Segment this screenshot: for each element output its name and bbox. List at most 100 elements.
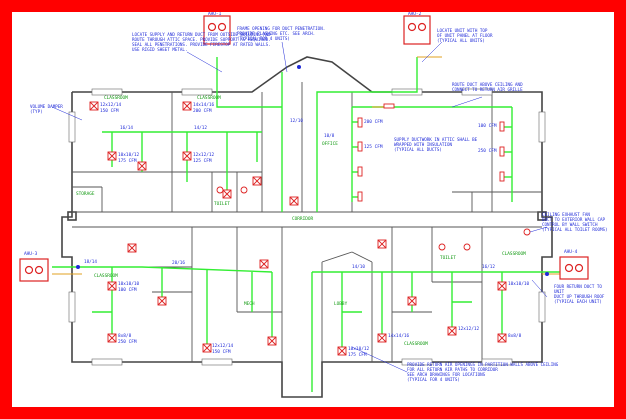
supply-diffuser-icon: [222, 189, 232, 199]
return-grille-icon: [383, 103, 395, 109]
note-mid-right: ROUTE DUCT ABOVE CEILING AND CONNECT TO …: [452, 82, 523, 92]
duct-size-tag: 14/10: [352, 264, 365, 270]
rooftop-unit-icon: [203, 15, 231, 45]
supply-diffuser-icon: [107, 151, 117, 161]
cfm-tag: 150 CFM: [100, 109, 119, 114]
note-top-mid: FRAME OPENING FOR DUCT PENETRATION. PROV…: [237, 26, 326, 41]
room-name: CLASSROOM: [104, 96, 128, 101]
diffuser-tag: 14x14/16: [193, 103, 215, 108]
supply-diffuser-icon: [182, 151, 192, 161]
supply-diffuser-icon: [377, 239, 387, 249]
exhaust-fan-icon: [438, 243, 446, 251]
supply-diffuser-icon: [182, 101, 192, 111]
diffuser-tag: 12x12/14: [100, 103, 122, 108]
windows: [68, 88, 546, 366]
hvac-floor-plan: 16/14 14/12 12/10 10/8 18/14 20/16 16/12…: [19, 15, 589, 398]
note-right-exhaust: CEILING EXHAUST FAN DUCT TO EXTERIOR WAL…: [542, 212, 608, 232]
cfm-tag: 100 CFM: [478, 124, 497, 129]
note-top-right: LOCATE UNIT WITH TOP OF UNIT PANEL AT FL…: [437, 28, 493, 43]
supply-diffuser-icon: [337, 346, 347, 356]
interior-walls: [72, 82, 542, 362]
cfm-tag: 175 CFM: [348, 353, 367, 358]
thermostats: [76, 65, 549, 276]
exhaust-fan-icon: [523, 228, 531, 236]
supply-diffuser-icon: [127, 243, 137, 253]
drawing-sheet: 16/14 14/12 12/10 10/8 18/14 20/16 16/12…: [12, 12, 614, 407]
diffuser-tag: 10x10/12: [348, 347, 370, 352]
cfm-tag: 100 CFM: [118, 288, 137, 293]
room-name: CLASSROOM: [404, 342, 428, 347]
cfm-tag: 250 CFM: [478, 149, 497, 154]
note-center: SUPPLY DUCTWORK IN ATTIC SHALL BE WRAPPE…: [394, 137, 478, 152]
note-right-unit: FOUR RETURN DUCT TO UNIT DUCT UP THROUGH…: [554, 284, 605, 304]
cfm-tag: 125 CFM: [193, 159, 212, 164]
diffuser-tag: 10x10/10: [118, 282, 140, 287]
supply-diffuser-icon: [377, 333, 387, 343]
room-name: CORRIDOR: [292, 217, 314, 222]
supply-diffuser-icon: [89, 101, 99, 111]
note-leaders: [51, 41, 548, 373]
supply-diffuser-icon: [289, 196, 299, 206]
supply-diffuser-icon: [447, 326, 457, 336]
rooftop-unit-icon: [403, 15, 431, 45]
cfm-tag: 150 CFM: [212, 350, 231, 355]
diffuser-tag: 10x10/10: [508, 282, 530, 287]
supply-diffuser-icon: [259, 259, 269, 269]
duct-size-tag: 16/12: [482, 264, 495, 270]
return-grilles: [357, 103, 505, 202]
room-name: OFFICE: [322, 142, 338, 147]
duct-size-tag: 10/8: [324, 133, 335, 139]
room-name: LOBBY: [334, 302, 348, 307]
room-name: MECH: [244, 302, 255, 307]
thermostat-icon: [545, 272, 549, 276]
cfm-tag: 125 CFM: [364, 145, 383, 150]
size-tags: 16/14 14/12 12/10 10/8 18/14 20/16 16/12…: [84, 118, 495, 270]
thermostat-icon: [297, 65, 301, 69]
cfm-tag: 250 CFM: [118, 340, 137, 345]
duct-size-tag: 12/10: [290, 118, 303, 124]
supply-diffuser-icon: [157, 296, 167, 306]
diffuser-tag: 8x8/8: [508, 334, 522, 339]
duct-size-tag: 16/14: [120, 125, 133, 131]
return-grille-icon: [357, 141, 363, 152]
rooftop-unit-icon: [559, 256, 589, 280]
supply-diffuser-icon: [202, 343, 212, 353]
note-top-left: LOCATE SUPPLY AND RETURN DUCT FROM OUTSI…: [132, 32, 271, 52]
diffuser-tag: 12x12/12: [193, 153, 215, 158]
air-handling-units: [19, 15, 589, 282]
room-name: CLASSROOM: [502, 252, 526, 257]
diffuser-tag: 12x12/14: [212, 344, 234, 349]
return-grille-icon: [357, 166, 363, 177]
exhaust-fans: [216, 186, 531, 251]
supply-diffuser-icon: [497, 281, 507, 291]
unit-tag: AHU-3: [24, 252, 38, 257]
supply-diffuser-icon: [497, 333, 507, 343]
unit-tag: AHU-1: [208, 12, 222, 17]
supply-diffuser-icon: [137, 161, 147, 171]
room-name: TOILET: [214, 202, 230, 207]
duct-size-tag: 14/12: [194, 125, 207, 131]
return-grille-icon: [357, 117, 363, 128]
note-bottom-right: PROVIDE RETURN AIR OPENINGS IN PARTITION…: [407, 362, 559, 382]
return-grille-icon: [499, 171, 505, 182]
exhaust-fan-icon: [463, 243, 471, 251]
room-name: CLASSROOM: [197, 96, 221, 101]
unit-tag: AHU-4: [564, 250, 578, 255]
supply-diffuser-icon: [252, 176, 262, 186]
thermostat-icon: [76, 265, 80, 269]
supply-diffuser-icon: [107, 333, 117, 343]
supply-diffuser-icon: [407, 296, 417, 306]
cfm-tag: 175 CFM: [118, 159, 137, 164]
note-left-damper: VOLUME DAMPER (TYP): [30, 104, 63, 114]
cfm-tag: 200 CFM: [364, 120, 383, 125]
room-name: CLASSROOM: [94, 274, 118, 279]
return-grille-icon: [499, 121, 505, 132]
duct-size-tag: 20/16: [172, 260, 185, 266]
return-grille-icon: [499, 146, 505, 157]
diffuser-tag: 8x8/8: [118, 334, 132, 339]
unit-tag: AHU-2: [408, 12, 422, 17]
diffuser-tag: 10x10/12: [118, 153, 140, 158]
diffuser-tag: 14x14/16: [388, 334, 410, 339]
room-name: STORAGE: [76, 192, 95, 197]
